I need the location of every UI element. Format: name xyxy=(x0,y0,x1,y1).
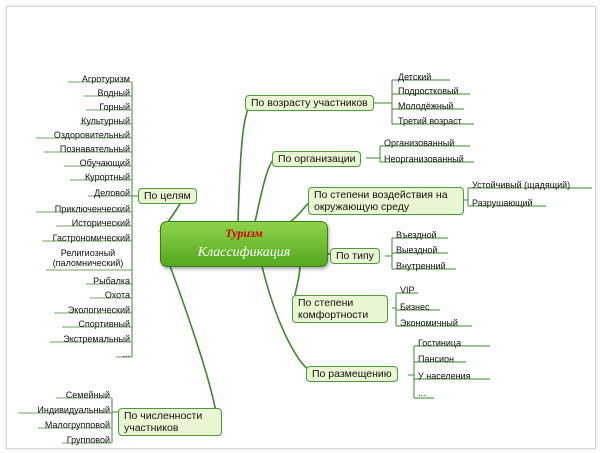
leaf-goal-cultural: Культурный xyxy=(81,116,130,126)
leaf-lodging-pension: Пансион xyxy=(418,354,454,364)
leaf-lodging-locals: У населения xyxy=(418,371,471,381)
leaf-age-teen: Подростковый xyxy=(398,86,459,96)
leaf-size-individual: Индивидуальный xyxy=(37,405,110,415)
leaf-goal-adventure: Приключенческий xyxy=(54,204,130,214)
branch-goals: По целям xyxy=(138,188,197,204)
leaf-goal-religious: Религиозный (паломнический) xyxy=(52,248,124,268)
leaf-impact-sustainable: Устойчивый (щадящий) xyxy=(472,180,571,190)
leaf-goal-sports: Спортивный xyxy=(78,319,130,329)
leaf-org-organized: Организованный xyxy=(384,138,455,148)
leaf-comfort-vip: VIP xyxy=(400,285,415,295)
leaf-size-group: Групповой xyxy=(66,435,110,445)
leaf-size-small-group: Малогрупповой xyxy=(44,420,110,430)
leaf-goal-health: Оздоровительный xyxy=(53,130,130,140)
leaf-goal-more: ... xyxy=(122,349,130,359)
leaf-goal-hunting: Охота xyxy=(104,290,130,300)
leaf-age-child: Детский xyxy=(398,72,432,82)
branch-impact: По степени воздействия на окружающую сре… xyxy=(308,187,464,215)
leaf-size-family: Семейный xyxy=(65,390,110,400)
branch-comfort: По степени комфортности xyxy=(292,295,388,323)
branch-organization: По организации xyxy=(272,151,362,167)
leaf-goal-ecological: Экологический xyxy=(67,305,130,315)
branch-lodging: По размещению xyxy=(306,366,398,382)
leaf-type-domestic: Внутренний xyxy=(396,261,446,271)
branch-type: По типу xyxy=(330,248,380,264)
branch-size: По численности участников xyxy=(118,408,222,436)
leaf-goal-fishing: Рыбалка xyxy=(93,276,130,286)
leaf-org-unorganized: Неорганизованный xyxy=(384,154,464,164)
leaf-goal-extreme: Экстремальный xyxy=(63,334,130,344)
leaf-goal-historical: Исторический xyxy=(71,218,130,228)
leaf-goal-water: Водный xyxy=(97,88,130,98)
leaf-comfort-business: Бизнес xyxy=(400,302,430,312)
leaf-type-inbound: Въездной xyxy=(396,230,437,240)
leaf-goal-gastronomic: Гастрономический xyxy=(52,233,130,243)
branch-age: По возрасту участников xyxy=(245,95,374,111)
leaf-age-senior: Третий возраст xyxy=(398,116,462,126)
leaf-goal-cognitive: Познавательный xyxy=(59,144,130,154)
leaf-goal-business: Деловой xyxy=(94,188,130,198)
center-subtitle: Классификация xyxy=(197,245,291,260)
leaf-goal-agro: Агротуризм xyxy=(81,74,130,84)
leaf-type-outbound: Выездной xyxy=(396,245,438,255)
leaf-age-youth: Молодёжный xyxy=(398,101,454,111)
leaf-goal-resort: Курортный xyxy=(84,172,130,182)
leaf-goal-mountain: Горный xyxy=(99,102,130,112)
leaf-impact-destructive: Разрушающий xyxy=(472,198,533,208)
center-node: Туризм Классификация xyxy=(160,221,328,267)
leaf-lodging-hotel: Гостиница xyxy=(418,338,462,348)
leaf-comfort-economy: Экономичный xyxy=(400,318,458,328)
leaf-goal-educational: Обучающий xyxy=(79,158,130,168)
center-title: Туризм xyxy=(225,226,263,240)
leaf-lodging-more: ... xyxy=(418,388,426,398)
